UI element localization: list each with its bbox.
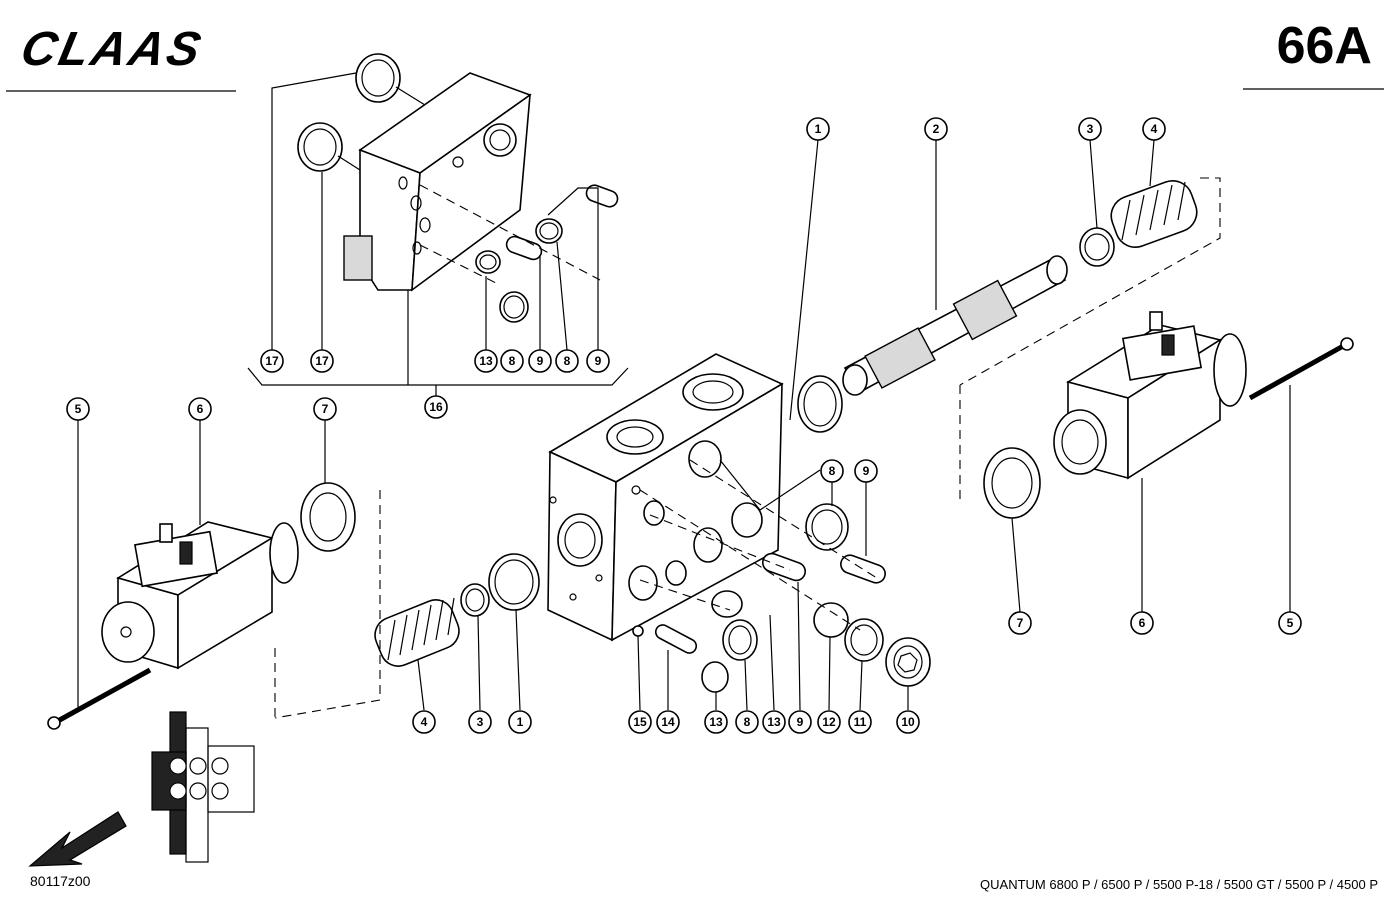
- hydraulic-symbol: [151, 711, 255, 863]
- callout-8-top-a: 8: [500, 349, 524, 373]
- callout-9-top-a: 9: [528, 349, 552, 373]
- svg-text:13: 13: [479, 354, 493, 368]
- svg-text:9: 9: [797, 715, 804, 729]
- svg-text:2: 2: [933, 122, 940, 136]
- svg-text:4: 4: [1151, 122, 1158, 136]
- callout-11: 11: [848, 710, 872, 734]
- callout-4-top: 4: [1142, 117, 1166, 141]
- svg-text:10: 10: [901, 715, 915, 729]
- assembly-16-leaders: [247, 72, 629, 396]
- plug-17-lower: [297, 122, 361, 172]
- valve-body: [547, 353, 784, 642]
- svg-text:3: 3: [477, 715, 484, 729]
- svg-text:8: 8: [744, 715, 751, 729]
- svg-text:8: 8: [509, 354, 516, 368]
- callout-15: 15: [628, 710, 652, 734]
- callout-leaders: [77, 139, 1291, 711]
- svg-text:7: 7: [1017, 616, 1024, 630]
- svg-text:14: 14: [661, 715, 675, 729]
- svg-text:1: 1: [815, 122, 822, 136]
- svg-text:5: 5: [1287, 616, 1294, 630]
- solenoid-left: [47, 482, 381, 730]
- callout-1-top: 1: [806, 117, 830, 141]
- cover-plate-assembly: [247, 53, 629, 396]
- callout-9-top-b: 9: [586, 349, 610, 373]
- svg-text:1: 1: [517, 715, 524, 729]
- callout-16: 16: [424, 395, 448, 419]
- callout-7-left: 7: [313, 397, 337, 421]
- page-number: 66A: [1276, 17, 1372, 75]
- svg-text:8: 8: [564, 354, 571, 368]
- svg-text:11: 11: [854, 715, 867, 729]
- callout-8-bottom: 8: [735, 710, 759, 734]
- callout-17-lower: 17: [310, 349, 334, 373]
- svg-text:17: 17: [265, 354, 279, 368]
- solenoid-right: [983, 311, 1354, 519]
- callout-12: 12: [817, 710, 841, 734]
- callout-5-left: 5: [66, 397, 90, 421]
- svg-text:9: 9: [537, 354, 544, 368]
- callout-14: 14: [656, 710, 680, 734]
- svg-text:9: 9: [595, 354, 602, 368]
- svg-text:12: 12: [822, 715, 836, 729]
- callout-2: 2: [924, 117, 948, 141]
- direction-arrow-icon: [28, 811, 127, 867]
- callout-9-bottom: 9: [788, 710, 812, 734]
- svg-text:6: 6: [197, 402, 204, 416]
- callout-13-bottom-a: 13: [704, 710, 728, 734]
- callout-10: 10: [896, 710, 920, 734]
- svg-text:16: 16: [429, 400, 443, 414]
- callout-13-top: 13: [474, 349, 498, 373]
- callout-8-mid: 8: [820, 459, 844, 483]
- callout-5-right: 5: [1278, 611, 1302, 635]
- callout-6-left: 6: [188, 397, 212, 421]
- svg-text:8: 8: [829, 464, 836, 478]
- callout-8-top-b: 8: [555, 349, 579, 373]
- svg-text:5: 5: [75, 402, 82, 416]
- svg-text:13: 13: [767, 715, 781, 729]
- callout-17-upper: 17: [260, 349, 284, 373]
- spring-left: [374, 597, 460, 667]
- callout-3-bottom: 3: [468, 710, 492, 734]
- plug-17-upper: [355, 53, 426, 106]
- svg-text:6: 6: [1139, 616, 1146, 630]
- svg-text:4: 4: [421, 715, 428, 729]
- callout-13-bottom-b: 13: [762, 710, 786, 734]
- svg-text:13: 13: [709, 715, 723, 729]
- spool-assembly: [797, 177, 1221, 500]
- callout-4-bottom: 4: [412, 710, 436, 734]
- pins-and-orings: [475, 184, 619, 323]
- header-rules: [6, 88, 1384, 92]
- model-list: QUANTUM 6800 P / 6500 P / 5500 P-18 / 55…: [980, 877, 1378, 892]
- svg-text:9: 9: [863, 464, 870, 478]
- svg-text:17: 17: [315, 354, 329, 368]
- svg-text:15: 15: [633, 715, 647, 729]
- callout-7-right: 7: [1008, 611, 1032, 635]
- center-small-parts: [460, 459, 931, 693]
- drawing-number: 80117z00: [30, 873, 91, 889]
- svg-text:7: 7: [322, 402, 329, 416]
- callout-1-bottom: 1: [508, 710, 532, 734]
- callout-6-right: 6: [1130, 611, 1154, 635]
- svg-text:3: 3: [1087, 122, 1094, 136]
- callout-9-mid: 9: [854, 459, 878, 483]
- callout-3-top: 3: [1078, 117, 1102, 141]
